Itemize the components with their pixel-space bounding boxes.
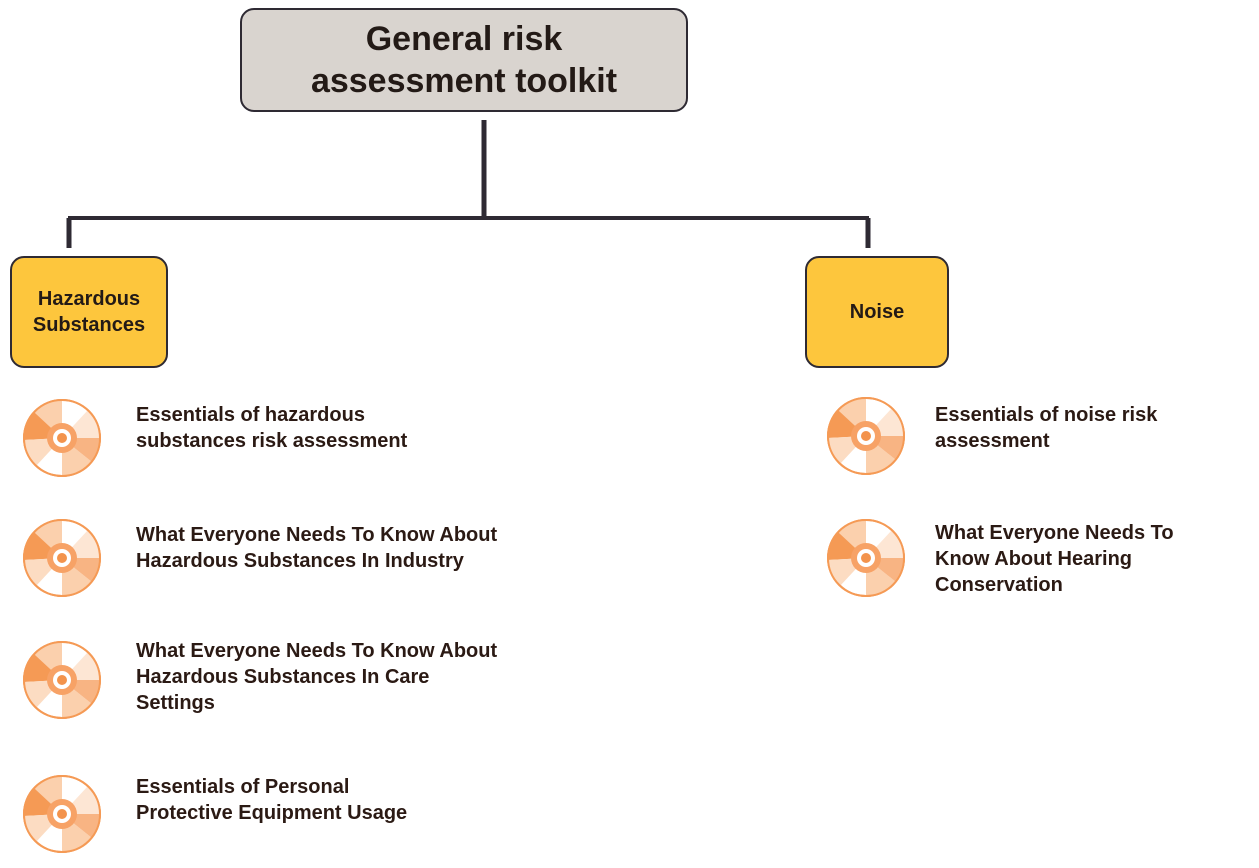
list-item: What Everyone Needs To Know About Hearin… — [935, 522, 1174, 596]
category-hazardous-substances: Hazardous Substances — [10, 256, 168, 368]
root-node: General risk assessment toolkit — [240, 8, 688, 112]
category-noise: Noise — [805, 256, 949, 368]
list-item: What Everyone Needs To Know About Hazard… — [136, 524, 498, 572]
cd-disc-icon — [22, 640, 102, 720]
cd-disc-icon — [826, 518, 906, 598]
cd-disc-icon — [22, 398, 102, 478]
cd-disc-icon — [826, 396, 906, 476]
list-item: What Everyone Needs To Know About Hazard… — [136, 640, 498, 714]
root-title: General risk assessment toolkit — [310, 20, 618, 100]
list-item: Essentials of hazardous substances risk … — [136, 404, 408, 452]
category-label: Noise — [849, 301, 905, 323]
category-label: Hazardous Substances — [32, 288, 146, 336]
cd-disc-icon — [22, 774, 102, 854]
list-item: Essentials of Personal Protective Equipm… — [136, 776, 408, 824]
cd-disc-icon — [22, 518, 102, 598]
list-item: Essentials of noise risk assessment — [935, 404, 1158, 452]
